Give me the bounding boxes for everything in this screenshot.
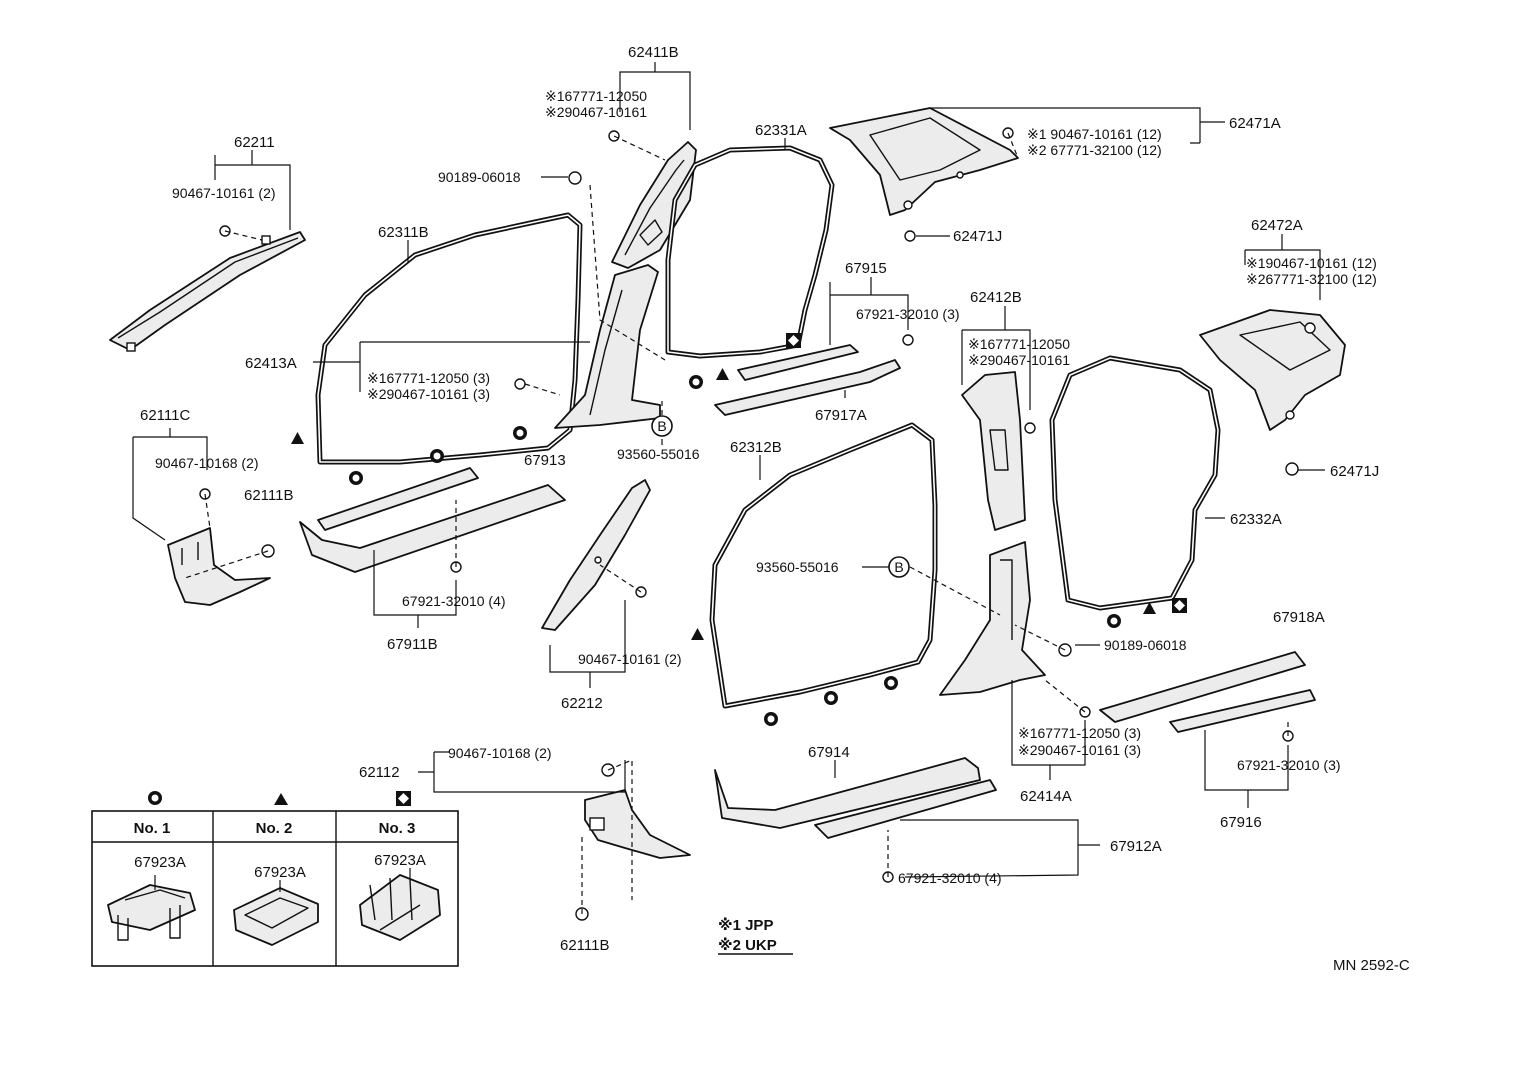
- label-62212: 62212: [561, 695, 603, 712]
- label-93560-mid: 93560-55016: [756, 559, 839, 575]
- clip-table: No. 1 No. 2 No. 3 67923A 67923A 67923A: [91, 791, 459, 967]
- drawing-number: MN 2592-C: [1333, 957, 1410, 974]
- part-67914-scuff-plate: [714, 757, 981, 829]
- label-62311B: 62311B: [378, 224, 429, 241]
- part-67913-scuff-plate: [317, 467, 479, 531]
- clip-no1-drawing: [107, 875, 196, 941]
- label-62411B-ukp: ※290467-10161: [545, 104, 647, 120]
- label-62471A: 62471A: [1229, 115, 1281, 132]
- label-62412B: 62412B: [970, 289, 1022, 306]
- label-62331A: 62331A: [755, 122, 807, 139]
- part-labels: 62411B ※167771-12050 ※290467-10161 62211…: [140, 44, 1379, 954]
- part-62471A-quarter-trim: [829, 107, 1019, 216]
- label-62413A-ukp: ※290467-10161 (3): [367, 386, 490, 402]
- part-62211-front-pillar-garnish: [109, 231, 306, 352]
- clip-markers: [291, 333, 1187, 726]
- part-62112-cowl-side-trim: [584, 789, 691, 859]
- label-62412B-ukp: ※290467-10161: [968, 352, 1070, 368]
- part-62412B-pillar-garnish: [961, 371, 1026, 531]
- part-62312B-door-weatherstrip: [709, 422, 938, 709]
- clip-table-part-2: 67923A: [254, 864, 306, 881]
- label-67921-4-bottom: 67921-32010 (4): [898, 870, 1002, 886]
- label-90467-10168-left: 90467-10168 (2): [155, 455, 259, 471]
- jpp-ukp-legend: ※1 JPP ※2 UKP: [718, 916, 793, 955]
- fasteners: [199, 127, 1316, 921]
- clip-table-header-3: No. 3: [379, 820, 416, 837]
- label-67921-4-left: 67921-32010 (4): [402, 593, 506, 609]
- label-67912A: 67912A: [1110, 838, 1162, 855]
- part-62212-front-pillar-garnish: [541, 479, 651, 631]
- label-62111B-left: 62111B: [244, 487, 294, 504]
- part-67918A-scuff-plate: [1099, 651, 1306, 723]
- clip-table-header-1: No. 1: [134, 820, 171, 837]
- label-67921-3-top: 67921-32010 (3): [856, 306, 960, 322]
- part-62414A-center-pillar-lower: [939, 541, 1046, 696]
- reference-marker-b-top: B: [651, 415, 673, 437]
- label-67913: 67913: [524, 452, 566, 469]
- clip-no3-drawing: [359, 868, 441, 941]
- legend-jpp: ※1 JPP: [718, 916, 773, 934]
- part-67911B-scuff-plate: [299, 484, 566, 573]
- label-62411B-jpp: ※167771-12050: [545, 88, 647, 104]
- part-62472A-quarter-trim: [1199, 309, 1346, 431]
- svg-text:B: B: [657, 418, 666, 434]
- clip-table-part-3: 67923A: [374, 852, 426, 869]
- label-93560-top: 93560-55016: [617, 446, 700, 462]
- reference-marker-b-mid: B: [888, 556, 910, 578]
- label-62471A-ukp: ※2 67771-32100 (12): [1027, 142, 1162, 158]
- part-62311B-front-door-weatherstrip: [315, 212, 583, 465]
- svg-text:B: B: [894, 559, 903, 575]
- label-62414A-jpp: ※167771-12050 (3): [1018, 725, 1141, 741]
- label-62332A: 62332A: [1230, 511, 1282, 528]
- clip-table-part-1: 67923A: [134, 854, 186, 871]
- label-67914: 67914: [808, 744, 850, 761]
- label-62471A-jpp: ※1 90467-10161 (12): [1027, 126, 1162, 142]
- part-62331A-door-weatherstrip: [665, 145, 835, 359]
- part-62411B-center-pillar-upper: [611, 141, 697, 269]
- label-62312B: 62312B: [730, 439, 782, 456]
- label-62471J-top: 62471J: [953, 228, 1002, 245]
- label-67916: 67916: [1220, 814, 1262, 831]
- label-62111C: 62111C: [140, 407, 190, 424]
- part-67916-scuff-plate: [1169, 689, 1316, 733]
- label-62211: 62211: [234, 134, 275, 151]
- label-67915: 67915: [845, 260, 887, 277]
- leader-lines: [132, 62, 1325, 914]
- label-62413A-jpp: ※167771-12050 (3): [367, 370, 490, 386]
- label-62411B: 62411B: [628, 44, 679, 61]
- clip-table-header-2: No. 2: [256, 820, 293, 837]
- label-62414A-ukp: ※290467-10161 (3): [1018, 742, 1141, 758]
- label-90467-10161-center: 90467-10161 (2): [578, 651, 682, 667]
- label-67911B: 67911B: [387, 636, 438, 653]
- label-62472A: 62472A: [1251, 217, 1303, 234]
- label-62413A: 62413A: [245, 355, 297, 372]
- label-67918A: 67918A: [1273, 609, 1325, 626]
- label-62412B-jpp: ※167771-12050: [968, 336, 1070, 352]
- label-67917A: 67917A: [815, 407, 867, 424]
- clip-no2-drawing: [233, 880, 319, 946]
- label-62472A-ukp: ※267771-32100 (12): [1246, 271, 1377, 287]
- label-90467-10168-bottom: 90467-10168 (2): [448, 745, 552, 761]
- part-67915-scuff-plate: [737, 344, 859, 381]
- label-62111B-bottom: 62111B: [560, 937, 610, 954]
- label-90189-top: 90189-06018: [438, 169, 521, 185]
- part-62413A-center-pillar-lower: [554, 264, 661, 429]
- label-62472A-jpp: ※190467-10161 (12): [1246, 255, 1377, 271]
- part-62111C-cowl-side-trim: [167, 527, 271, 606]
- label-90189-mid: 90189-06018: [1104, 637, 1187, 653]
- label-62211-bolt: 90467-10161 (2): [172, 185, 276, 201]
- part-67912A-scuff-plate: [814, 779, 997, 839]
- legend-ukp: ※2 UKP: [718, 936, 777, 954]
- part-67917A-scuff-plate: [714, 359, 901, 416]
- part-62332A-door-weatherstrip: [1049, 355, 1221, 611]
- label-67921-3-right: 67921-32010 (3): [1237, 757, 1341, 773]
- label-62414A: 62414A: [1020, 788, 1072, 805]
- label-62471J-right: 62471J: [1330, 463, 1379, 480]
- label-62112: 62112: [359, 764, 400, 781]
